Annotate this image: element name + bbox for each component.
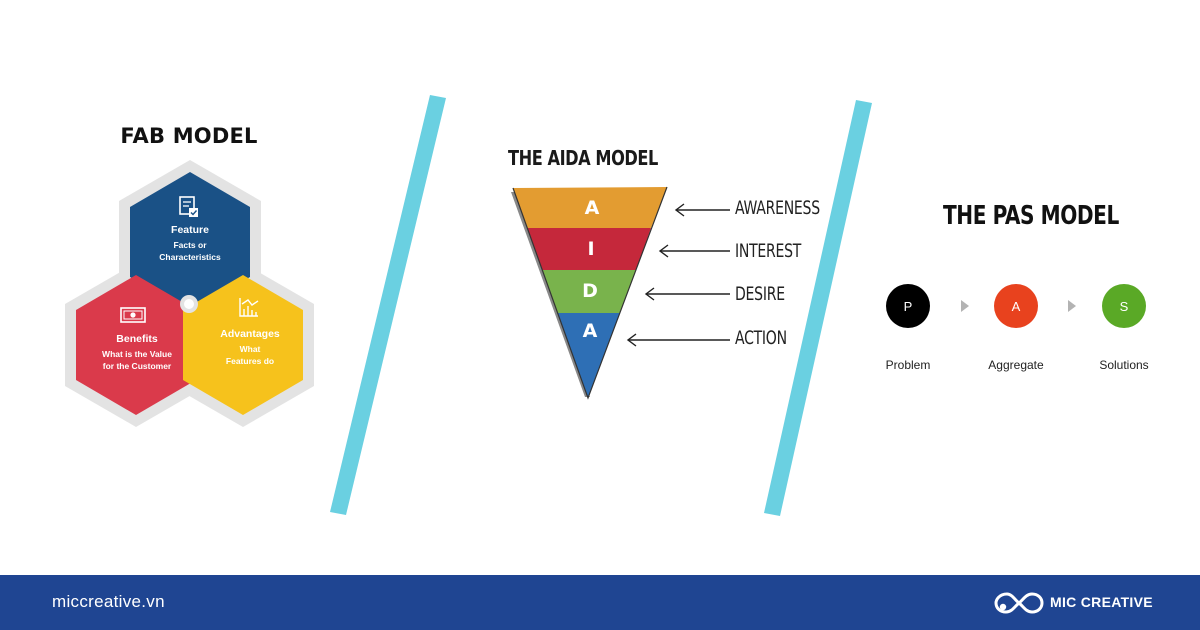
divider-right bbox=[764, 100, 872, 516]
aida-letter-d: D bbox=[582, 280, 598, 302]
advantages-line-1: What bbox=[239, 344, 261, 354]
footer-brand-name: MIC CREATIVE bbox=[1050, 594, 1153, 610]
infographic-canvas bbox=[65, 95, 872, 516]
advantages-hexagon bbox=[183, 275, 303, 415]
chart-icon bbox=[239, 298, 259, 317]
advantages-hex-text: Advantages What Features do bbox=[200, 328, 300, 367]
benefits-line-1: What is the Value bbox=[102, 349, 172, 359]
aida-segment-action bbox=[557, 313, 620, 398]
divider-left bbox=[330, 95, 446, 515]
feature-line-2: Characteristics bbox=[159, 252, 221, 262]
advantages-title: Advantages bbox=[220, 328, 280, 340]
money-icon bbox=[120, 307, 146, 323]
benefits-title: Benefits bbox=[116, 333, 158, 345]
footer-bar: miccreative.vn MIC CREATIVE bbox=[0, 575, 1200, 630]
pas-arrow-icon bbox=[961, 300, 969, 312]
mic-creative-logo bbox=[994, 592, 1044, 614]
aida-label-interest: INTEREST bbox=[735, 240, 802, 262]
pas-model-title: THE PAS MODEL bbox=[943, 201, 1119, 231]
aida-label-desire: DESIRE bbox=[735, 283, 785, 305]
aida-label-awareness: AWARENESS bbox=[735, 197, 820, 219]
aida-arrows bbox=[626, 203, 730, 347]
footer-website-link[interactable]: miccreative.vn bbox=[52, 592, 165, 611]
aida-letter-a: A bbox=[584, 197, 600, 219]
benefits-hexagon bbox=[76, 275, 196, 415]
feature-line-1: Facts or bbox=[173, 240, 207, 250]
aida-funnel bbox=[511, 186, 668, 400]
aida-model-title: THE AIDA MODEL bbox=[508, 146, 658, 170]
pas-solutions-circle: S bbox=[1102, 284, 1146, 328]
pas-arrow-icon bbox=[1068, 300, 1076, 312]
aida-segment-awareness bbox=[513, 187, 667, 228]
benefits-hex-text: Benefits What is the Value for the Custo… bbox=[82, 333, 192, 372]
fab-model-title: FAB MODEL bbox=[120, 124, 258, 148]
aida-letter-a2: A bbox=[582, 320, 598, 342]
feature-hexagon bbox=[130, 172, 250, 312]
feature-title: Feature bbox=[171, 224, 209, 236]
advantages-line-2: Features do bbox=[225, 356, 275, 366]
pas-aggregate-circle: A bbox=[994, 284, 1038, 328]
benefits-line-2: for the Customer bbox=[102, 361, 172, 371]
aida-letter-i: I bbox=[587, 238, 595, 260]
pas-aggregate-label: Aggregate bbox=[988, 358, 1044, 372]
pas-solutions-label: Solutions bbox=[1099, 358, 1149, 372]
pas-problem-label: Problem bbox=[885, 358, 931, 372]
fab-diagram bbox=[65, 160, 314, 427]
feature-hex-text: Feature Facts or Characteristics bbox=[140, 224, 240, 263]
aida-label-action: ACTION bbox=[735, 327, 787, 349]
aida-segment-interest bbox=[527, 228, 651, 270]
document-check-icon bbox=[179, 196, 198, 217]
pas-problem-circle: P bbox=[886, 284, 930, 328]
aida-segment-desire bbox=[542, 270, 636, 313]
